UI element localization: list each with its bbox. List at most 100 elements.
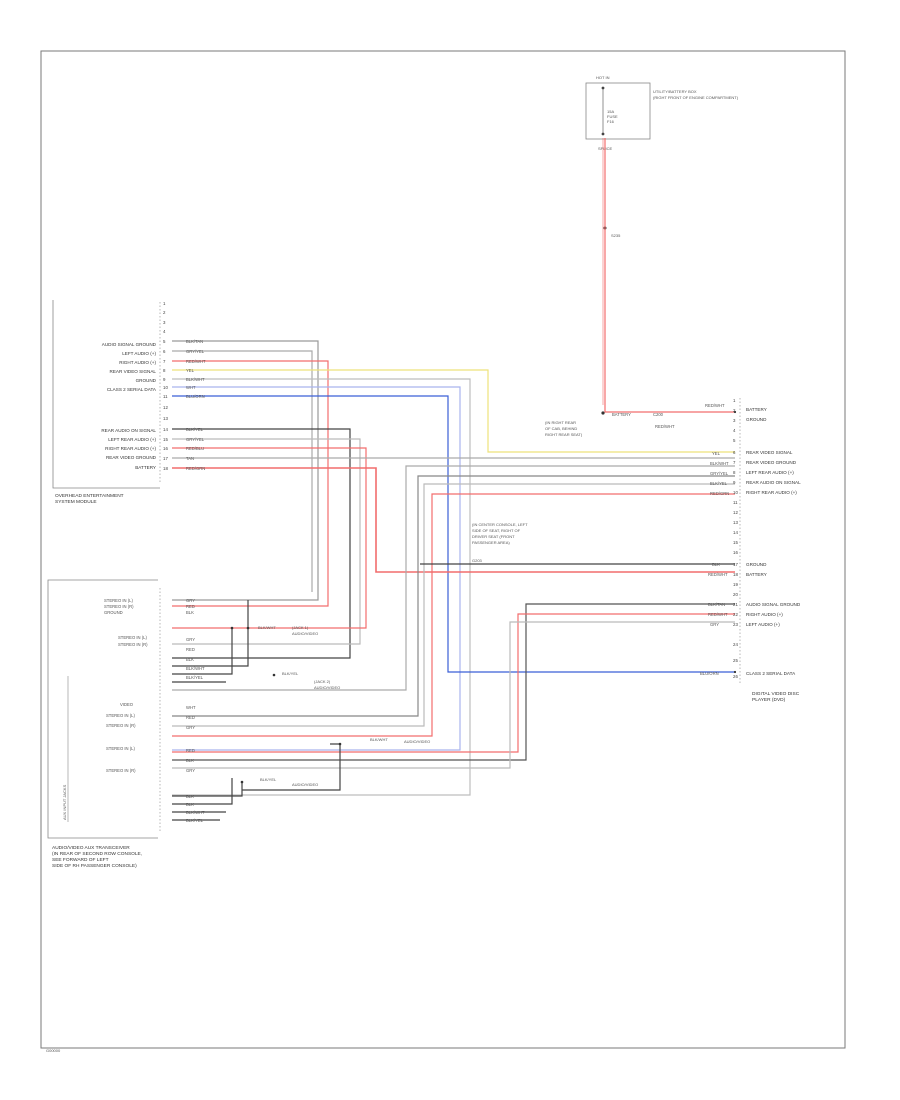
svg-text:11: 11 <box>733 500 738 505</box>
wire-right-audio <box>172 360 329 607</box>
dm-label-battery: BATTERY <box>746 407 767 412</box>
pb-splice: BATTERY <box>612 412 631 417</box>
svg-text:BLK/WHT: BLK/WHT <box>258 625 276 630</box>
svg-text:12: 12 <box>733 510 738 515</box>
rm-pin-6: 6 <box>163 349 166 354</box>
svg-text:2: 2 <box>733 408 736 413</box>
wires <box>172 138 735 821</box>
power-block: BATTERY C200 RED/WHT (IN RIGHT REAR OF C… <box>545 411 675 437</box>
rm-pin-9: 9 <box>163 377 166 382</box>
dm-note-3: DRIVER SEAT (FRONT <box>472 534 515 539</box>
aux-input-vertical-label: AUX INPUT JACKS <box>62 784 67 820</box>
svg-text:RED: RED <box>186 715 195 720</box>
svg-text:BLK: BLK <box>712 562 720 567</box>
wire-rear-audio-on <box>172 428 351 659</box>
svg-text:21: 21 <box>733 602 738 607</box>
rm-caption-2: SYSTEM MODULE <box>55 499 97 505</box>
svg-text:GRY: GRY <box>186 637 195 642</box>
svg-text:17: 17 <box>733 562 738 567</box>
svg-text:7: 7 <box>733 460 736 465</box>
svg-text:BLK: BLK <box>186 610 194 615</box>
svg-text:RED: RED <box>186 748 195 753</box>
svg-text:GRY: GRY <box>186 598 195 603</box>
svg-text:14: 14 <box>733 530 738 535</box>
rm-label-class2: CLASS 2 SERIAL DATA <box>107 387 157 392</box>
rm-pin-12: 12 <box>163 405 168 410</box>
svg-text:22: 22 <box>733 612 738 617</box>
svg-text:RED/WHT: RED/WHT <box>708 612 728 617</box>
svg-text:WHT: WHT <box>186 705 196 710</box>
rm-pin-10: 10 <box>163 385 168 390</box>
dm-label-right-rear-audio: RIGHT REAR AUDIO (+) <box>746 490 797 495</box>
rm-caption-1: OVERHEAD ENTERTAINMENT <box>55 493 124 499</box>
svg-text:13: 13 <box>733 520 738 525</box>
wire-right-rear-audio <box>172 447 367 629</box>
svg-text:STEREO IN (R): STEREO IN (R) <box>106 723 136 728</box>
svg-text:1: 1 <box>733 398 736 403</box>
pb-note-2: OF CAB, BEHIND <box>545 426 577 431</box>
svg-text:3: 3 <box>733 418 736 423</box>
svg-text:6: 6 <box>733 450 736 455</box>
pb-note-3: RIGHT REAR SEAT) <box>545 432 583 437</box>
svg-text:STEREO IN (R): STEREO IN (R) <box>106 768 136 773</box>
svg-text:BLK/WHT: BLK/WHT <box>186 377 205 382</box>
svg-text:RED/BLU: RED/BLU <box>186 446 204 451</box>
rm-label-rear-video-ground: REAR VIDEO GROUND <box>106 455 157 460</box>
dm-label-left-audio: LEFT AUDIO (+) <box>746 622 780 627</box>
svg-text:9: 9 <box>733 480 736 485</box>
rm-pin-14: 14 <box>163 427 168 432</box>
svg-text:BLK/WHT: BLK/WHT <box>186 666 205 671</box>
lm-caption-4: SIDE OF RH PASSENGER CONSOLE) <box>52 863 137 869</box>
svg-text:23: 23 <box>733 622 738 627</box>
svg-text:8: 8 <box>733 470 736 475</box>
rm-pin-1: 1 <box>163 301 166 306</box>
svg-text:BLK/WHT: BLK/WHT <box>370 737 388 742</box>
rm-label-audio-ground: AUDIO SIGNAL GROUND <box>102 342 157 347</box>
svg-text:BLK/YEL: BLK/YEL <box>282 671 299 676</box>
dm-caption-2: PLAYER (DVD) <box>752 697 786 703</box>
svg-text:GRY: GRY <box>186 725 195 730</box>
dm-note-1: (IN CENTER CONSOLE, LEFT <box>472 522 528 527</box>
rm-pin-3: 3 <box>163 320 166 325</box>
svg-text:BLK/YEL: BLK/YEL <box>186 427 204 432</box>
dm-label-ground: GROUND <box>746 417 767 422</box>
rm-pin-5: 5 <box>163 339 166 344</box>
fuse-box-outline <box>585 82 651 140</box>
svg-text:AUDIO/VIDEO: AUDIO/VIDEO <box>404 739 430 744</box>
fuse-text-3: F16 <box>607 119 615 124</box>
wire-audio-sig-ground-2 <box>172 603 735 761</box>
svg-text:BLK/YEL: BLK/YEL <box>260 777 277 782</box>
rear-module: 1 2 3 4 5 6 7 8 9 10 11 12 13 14 15 16 1… <box>52 300 206 505</box>
wire-right-audio-2 <box>172 613 735 753</box>
rm-label-left-rear-audio: LEFT REAR AUDIO (+) <box>108 437 156 442</box>
wire-class2-serial <box>172 395 735 673</box>
lm-caption-1: AUDIO/VIDEO AUX TRANSCEIVER <box>52 845 130 851</box>
dm-note-4: PASSENGER AREA) <box>472 540 510 545</box>
svg-text:AUDIO/VIDEO: AUDIO/VIDEO <box>292 782 318 787</box>
svg-text:TAN: TAN <box>186 456 194 461</box>
svg-text:RED/GRN: RED/GRN <box>710 491 729 496</box>
svg-text:BLK: BLK <box>186 794 194 799</box>
svg-text:25: 25 <box>733 658 738 663</box>
wire-ground-1 <box>172 378 471 796</box>
svg-text:BLK/YEL: BLK/YEL <box>186 818 204 823</box>
svg-text:16: 16 <box>733 550 738 555</box>
svg-text:GRY/YEL: GRY/YEL <box>186 349 205 354</box>
svg-text:STEREO IN (L): STEREO IN (L) <box>118 635 147 640</box>
dm-label-audio-signal-ground: AUDIO SIGNAL GROUND <box>746 602 801 607</box>
svg-text:WHT: WHT <box>186 385 196 390</box>
wire-right-rear-audio-2 <box>172 493 735 737</box>
svg-text:GROUND: GROUND <box>104 610 123 615</box>
dm-label-battery-2: BATTERY <box>746 572 767 577</box>
svg-text:STEREO IN (R): STEREO IN (R) <box>104 604 134 609</box>
svg-text:STEREO IN (L): STEREO IN (L) <box>106 746 135 751</box>
svg-text:STEREO IN (L): STEREO IN (L) <box>106 713 135 718</box>
fuse-box-top-label: HOT IN <box>596 75 610 80</box>
svg-text:GRY: GRY <box>710 622 719 627</box>
dm-caption-1: DIGITAL VIDEO DISC <box>752 691 800 697</box>
fuse-text-2: FUSE <box>607 114 618 119</box>
rm-pin-16: 16 <box>163 446 168 451</box>
svg-text:BLU/ORN: BLU/ORN <box>700 671 719 676</box>
rm-pin-13: 13 <box>163 416 168 421</box>
